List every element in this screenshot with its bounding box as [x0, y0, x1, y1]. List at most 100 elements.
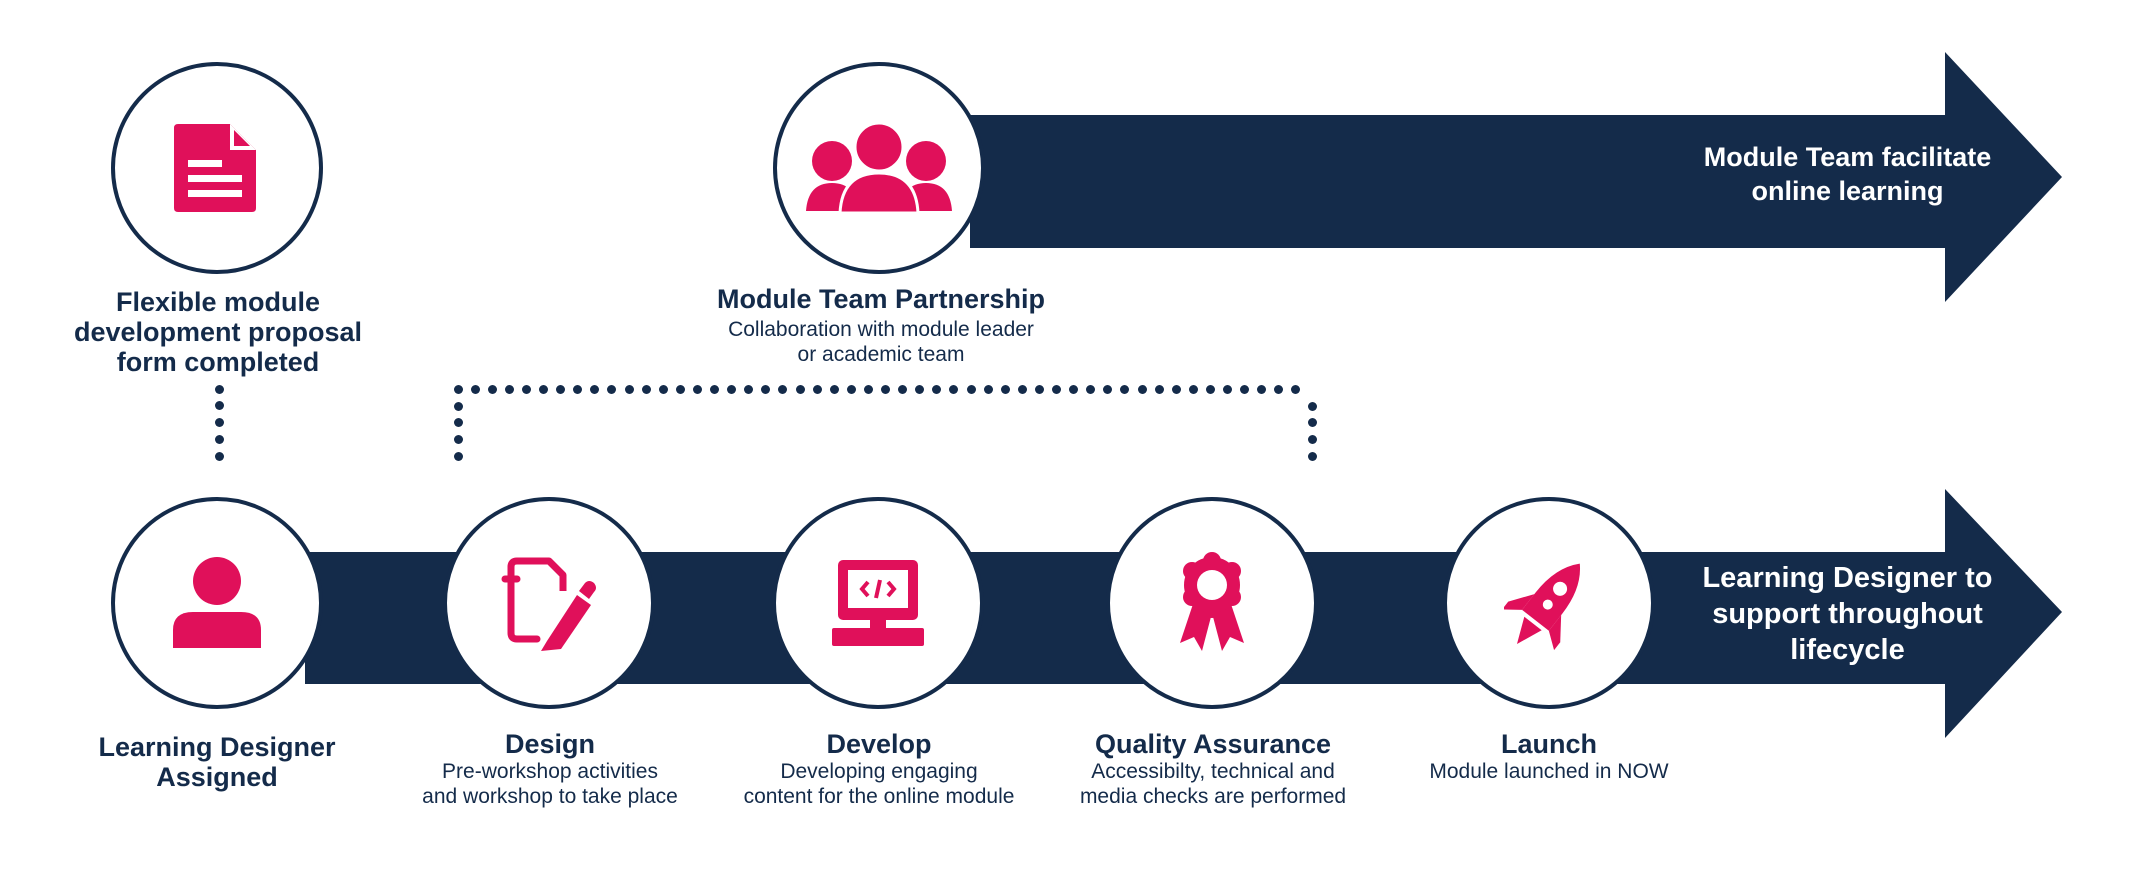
proposal-title-line3: form completed: [116, 347, 320, 377]
connector-dot: [214, 384, 224, 394]
connector-dot: [1223, 384, 1232, 394]
step-desc-line1: Accessibilty, technical and: [1091, 760, 1335, 783]
connector-dot: [453, 435, 463, 445]
step-desc-line1: Module launched in NOW: [1429, 760, 1669, 783]
step-circle-design: [443, 497, 655, 709]
step-circle-quality-assurance: [1106, 497, 1318, 709]
connector-dot: [1052, 384, 1061, 394]
document-icon: [172, 120, 262, 216]
connector-dot: [761, 384, 771, 394]
connector-dot: [470, 384, 480, 394]
connector-dot: [863, 384, 873, 394]
connector-dot: [675, 384, 685, 394]
step-label-launch: Launch Module launched in NOW: [1388, 729, 1710, 784]
step-circle-launch: [1443, 497, 1655, 709]
connector-dot: [915, 384, 925, 394]
partnership-title: Module Team Partnership: [716, 284, 1046, 314]
connector-dot: [214, 418, 224, 428]
connector-dot: [453, 451, 463, 461]
connector-dot: [846, 384, 856, 394]
connector-dot: [744, 384, 754, 394]
partnership-circle: [773, 62, 985, 274]
user-icon: [171, 556, 263, 650]
connector-dot: [539, 384, 548, 394]
partnership-desc-line1: Collaboration with module leader: [728, 318, 1034, 341]
connector-dot: [1307, 435, 1317, 445]
bottom-arrow-line1: Learning Designer to: [1702, 562, 1993, 594]
connector-dot: [795, 384, 805, 394]
connector-dot: [1086, 384, 1096, 394]
proposal-label: Flexible module development proposal for…: [60, 287, 376, 377]
step-title-line1: Learning Designer: [98, 732, 336, 762]
step-desc-line1: Developing engaging: [780, 760, 978, 783]
proposal-title-line1: Flexible module: [115, 287, 321, 317]
rocket-icon: [1504, 551, 1594, 655]
step-circle-learning-designer: [111, 497, 323, 709]
bottom-arrow-line3: lifecycle: [1790, 634, 1905, 666]
connector-dot: [949, 384, 959, 394]
connector-dot: [487, 384, 497, 394]
connector-dot: [573, 384, 583, 394]
connector-dot: [214, 451, 224, 461]
connector-dot: [778, 384, 788, 394]
step-title: Launch: [1500, 729, 1597, 759]
step-label-develop: Develop Developing engaging content for …: [718, 729, 1040, 809]
connector-dot: [1257, 384, 1267, 394]
connector-dot: [1240, 384, 1250, 394]
step-title-line2: Assigned: [156, 762, 278, 792]
award-ribbon-icon: [1176, 551, 1248, 655]
connector-dot: [607, 384, 617, 394]
connector-dot: [727, 384, 737, 394]
proposal-title-line2: development proposal: [73, 317, 363, 347]
step-desc-line1: Pre-workshop activities: [442, 760, 658, 783]
connector-dot: [556, 384, 566, 394]
proposal-circle: [111, 62, 323, 274]
step-desc-line2: content for the online module: [743, 785, 1015, 808]
connector-dot: [881, 384, 890, 394]
connector-dot: [1120, 384, 1130, 394]
connector-dot: [1000, 384, 1010, 394]
connector-dot: [641, 384, 651, 394]
top-arrow-label: Module Team facilitate online learning: [1665, 140, 2030, 208]
code-monitor-icon: [830, 556, 926, 650]
connector-dot: [710, 384, 719, 394]
connector-dot: [624, 384, 634, 394]
connector-dot: [453, 401, 463, 411]
connector-dot: [1034, 384, 1044, 394]
connector-dot: [1188, 384, 1198, 394]
connector-dot: [898, 384, 908, 394]
edit-document-icon: [501, 555, 597, 651]
step-label-quality-assurance: Quality Assurance Accessibilty, technica…: [1052, 729, 1374, 809]
top-arrow-line2: online learning: [1751, 176, 1944, 206]
step-desc-line2: and workshop to take place: [422, 785, 678, 808]
connector-dot: [1154, 384, 1164, 394]
connector-dot: [1307, 401, 1317, 411]
connector-dot: [590, 384, 600, 394]
connector-dot: [214, 401, 224, 411]
connector-dot: [932, 384, 942, 394]
connector-dot: [1291, 384, 1301, 394]
connector-dot: [812, 384, 822, 394]
connector-dot: [521, 384, 531, 394]
connector-dot: [1171, 384, 1181, 394]
bottom-arrow-line2: support throughout: [1712, 598, 1983, 630]
connector-dot: [658, 384, 668, 394]
partnership-desc-line2: or academic team: [797, 343, 965, 366]
bottom-arrow-label: Learning Designer to support throughout …: [1665, 560, 2030, 668]
top-arrow: [970, 52, 2062, 302]
connector-dot: [1017, 384, 1027, 394]
step-label-learning-designer: Learning Designer Assigned: [59, 732, 375, 792]
connector-dot: [1307, 451, 1317, 461]
partnership-label: Module Team Partnership Collaboration wi…: [704, 284, 1058, 367]
step-title: Develop: [826, 729, 932, 759]
connector-dot: [1274, 384, 1284, 394]
connector-dot: [983, 384, 993, 394]
connector-dot: [1307, 418, 1317, 428]
connector-dot: [692, 384, 702, 394]
top-arrow-line1: Module Team facilitate: [1703, 142, 1992, 172]
team-icon: [804, 123, 954, 213]
connector-dot: [829, 384, 839, 394]
connector-dot: [1069, 384, 1079, 394]
step-title: Quality Assurance: [1094, 729, 1332, 759]
